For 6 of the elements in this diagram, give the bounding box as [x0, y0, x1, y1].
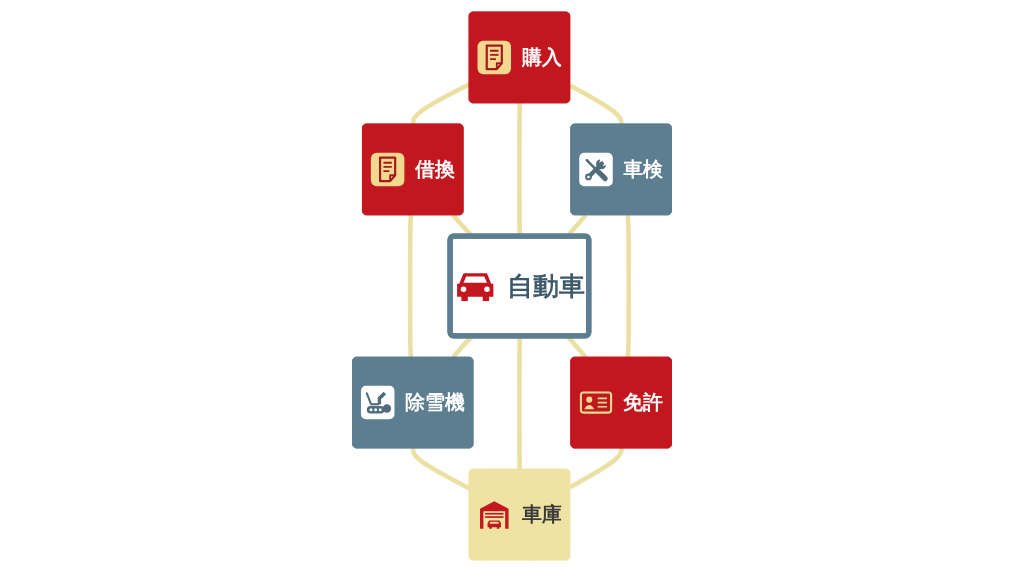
connector	[625, 214, 632, 359]
connector	[569, 83, 624, 125]
connector	[410, 82, 471, 125]
connector	[568, 447, 624, 490]
connector	[407, 214, 414, 359]
connector	[410, 447, 471, 491]
